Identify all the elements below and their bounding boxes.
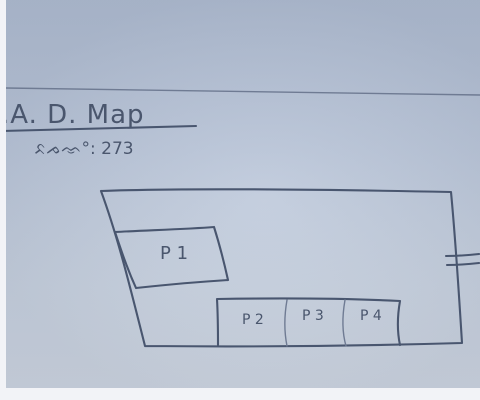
title-underline (0, 124, 198, 133)
left-photo-edge (0, 0, 6, 400)
plot-1-boundary (113, 225, 230, 290)
map-title: .A. D. Map (1, 100, 145, 130)
bottom-photo-edge (0, 388, 480, 400)
plot-divider-2-3 (284, 299, 288, 347)
plot-label-1: P 1 (160, 243, 188, 264)
plot-divider-3-4 (342, 299, 347, 347)
outer-site-boundary (99, 188, 464, 348)
plot-label-4: P 4 (360, 308, 382, 324)
plot-label-2: P 2 (242, 312, 264, 328)
map-subtitle: ᨅᨍᨎ°: 273 (34, 139, 134, 159)
right-edge-mark-top (444, 252, 480, 258)
plots-2-4-row-boundary (215, 297, 402, 347)
paper-fold-line (5, 87, 480, 96)
plot-label-3: P 3 (302, 308, 324, 324)
right-edge-mark-bottom (445, 261, 480, 267)
